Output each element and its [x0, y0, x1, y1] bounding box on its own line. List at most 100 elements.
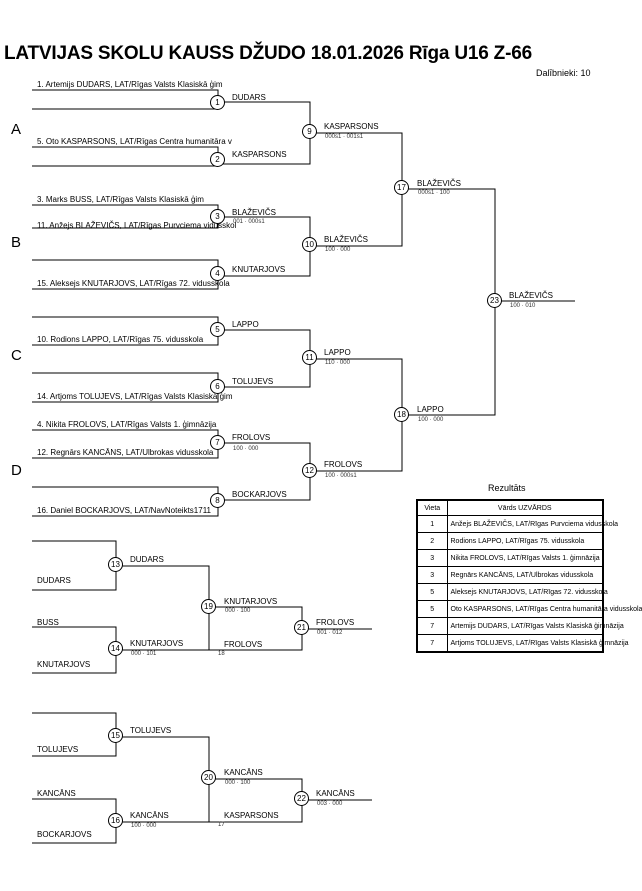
bout-score: 001 · 012	[317, 630, 343, 636]
bracket-line	[116, 565, 210, 651]
bout-score: 003 · 000	[317, 801, 343, 807]
group-label-a: A	[11, 121, 22, 138]
results-title: Rezultāts	[488, 483, 526, 493]
bout-number: 16	[108, 813, 123, 828]
bout-winner: KASPARSONS	[232, 150, 287, 159]
bout-score: 000 · 101	[131, 651, 157, 657]
bout-number: 7	[210, 435, 225, 450]
bout-winner: KANCĀNS	[130, 811, 169, 820]
bout-winner: TOLUJEVS	[130, 726, 172, 735]
group-label-d: D	[11, 462, 22, 479]
page-title: LATVIJAS SKOLU KAUSS DŽUDO 18.01.2026 Rī…	[4, 43, 532, 64]
place-cell: 2	[416, 532, 448, 550]
bracket-line	[310, 132, 403, 247]
bout-score: 000 · 100	[225, 780, 251, 786]
entrant: 3. Marks BUSS, LAT/Rīgas Valsts Klasiskā…	[37, 195, 204, 204]
bout-number: 1	[210, 95, 225, 110]
bout-winner: BLAŽEVIČS	[417, 179, 462, 188]
bout-number: 21	[294, 620, 309, 635]
group-label-b: B	[11, 234, 22, 251]
name-cell: Anžejs BLAŽEVIČS, LAT/Rīgas Purvciema vi…	[446, 515, 618, 533]
final-score: 100 · 010	[510, 303, 536, 309]
bout-number: 11	[302, 350, 317, 365]
bout-score: 000s1 · 001s1	[325, 134, 364, 140]
place-cell: 7	[416, 617, 448, 635]
bout-winner: KANCĀNS	[224, 768, 263, 777]
bout-score: 100 · 000	[131, 823, 157, 829]
repechage-entrant: KANCĀNS	[37, 789, 76, 798]
bout-winner: KNUTARJOVS	[232, 265, 286, 274]
bout-score: 100 · 000	[233, 446, 259, 452]
name-cell: Rodions LAPPO, LAT/Rīgas 75. vidusskola	[446, 532, 604, 550]
place-cell: 5	[416, 600, 448, 618]
bout-winner: TOLUJEVS	[232, 377, 274, 386]
table-row: 7 Artjoms TOLUJEVS, LAT/Rīgas Valsts Kla…	[416, 634, 629, 653]
bronze-winner: FROLOVS	[316, 618, 355, 627]
entrant: 10. Rodions LAPPO, LAT/Rīgas 75. vidussk…	[37, 335, 204, 344]
entrant: 15. Aleksejs KNUTARJOVS, LAT/Rīgas 72. v…	[37, 279, 230, 288]
table-row: 7 Artemijs DUDARS, LAT/Rīgas Valsts Klas…	[416, 617, 624, 635]
bout-number: 6	[210, 379, 225, 394]
bout-number: 5	[210, 322, 225, 337]
name-cell: Nikita FROLOVS, LAT/Rīgas Valsts 1. ģimn…	[446, 549, 604, 567]
place-cell: 3	[416, 566, 448, 584]
bout-score: 110 · 000	[325, 360, 350, 366]
bracket-line	[32, 89, 219, 110]
bout-winner: LAPPO	[417, 405, 444, 414]
bout-winner: FROLOVS	[324, 460, 363, 469]
bout-number: 4	[210, 266, 225, 281]
table-row: 5 Oto KASPARSONS, LAT/Rīgas Centra human…	[416, 600, 642, 618]
bout-number: 15	[108, 728, 123, 743]
bout-number: 20	[201, 770, 216, 785]
column-header-place: Vieta	[416, 499, 448, 516]
bout-number: 18	[394, 407, 409, 422]
entrant: 12. Regnārs KANCĀNS, LAT/Ulbrokas viduss…	[37, 448, 214, 457]
bout-number: 3	[210, 209, 225, 224]
semifinal-loser: KASPARSONS	[224, 811, 279, 820]
repechage-entrant: BUSS	[37, 618, 59, 627]
bout-score: 100 · 000	[418, 417, 444, 423]
bout-score: 100 · 000s1	[325, 473, 357, 479]
name-cell: Artjoms TOLUJEVS, LAT/Rīgas Valsts Klasi…	[446, 634, 629, 653]
participant-count: Dalībnieki: 10	[536, 68, 591, 78]
entrant: 16. Daniel BOCKARJOVS, LAT/NavNoteikts17…	[37, 506, 211, 515]
column-header-name: Vārds UZVĀRDS	[446, 499, 604, 516]
table-row: 5 Aleksejs KNUTARJOVS, LAT/Rīgas 72. vid…	[416, 583, 608, 601]
bout-number: 10	[302, 237, 317, 252]
bout-number: 17	[394, 180, 409, 195]
repechage-entrant: DUDARS	[37, 576, 71, 585]
bout-number: 22	[294, 791, 309, 806]
bout-number: 8	[210, 493, 225, 508]
bout-score: 000 · 100	[225, 608, 251, 614]
bout-score: 000s1 · 100	[418, 190, 450, 196]
name-cell: Regnārs KANCĀNS, LAT/Ulbrokas vidusskola	[446, 566, 604, 584]
repechage-entrant: KNUTARJOVS	[37, 660, 91, 669]
results-table: Vieta Vārds UZVĀRDS 1 Anžejs BLAŽEVIČS, …	[416, 499, 642, 653]
bout-score: 001 · 000s1	[233, 219, 265, 225]
place-cell: 5	[416, 583, 448, 601]
bout-winner: LAPPO	[324, 348, 351, 357]
bout-winner: FROLOVS	[232, 433, 271, 442]
bout-winner: KNUTARJOVS	[224, 597, 278, 606]
group-label-c: C	[11, 347, 22, 364]
bout-score: 100 · 000	[325, 247, 351, 253]
bracket-line	[310, 358, 403, 472]
bout-winner: DUDARS	[232, 93, 266, 102]
semifinal-loser: FROLOVS	[224, 640, 263, 649]
bout-number: 12	[302, 463, 317, 478]
place-cell: 7	[416, 634, 448, 653]
final-winner: BLAŽEVIČS	[509, 291, 554, 300]
bout-winner: KNUTARJOVS	[130, 639, 184, 648]
bout-number: 2	[210, 152, 225, 167]
bracket-line	[32, 146, 219, 167]
repechage-entrant: TOLUJEVS	[37, 745, 79, 754]
bout-winner: BOCKARJOVS	[232, 490, 287, 499]
entrant: 14. Artjoms TOLUJEVS, LAT/Rīgas Valsts K…	[37, 392, 233, 401]
entrant: 11. Anžejs BLAŽEVIČS, LAT/Rīgas Purvciem…	[37, 221, 237, 230]
table-row: 1 Anžejs BLAŽEVIČS, LAT/Rīgas Purvciema …	[416, 515, 618, 533]
bout-winner: KASPARSONS	[324, 122, 379, 131]
entrant: 1. Artemijs DUDARS, LAT/Rīgas Valsts Kla…	[37, 80, 223, 89]
bout-winner: LAPPO	[232, 320, 259, 329]
bout-number: 23	[487, 293, 502, 308]
name-cell: Artemijs DUDARS, LAT/Rīgas Valsts Klasis…	[446, 617, 624, 635]
